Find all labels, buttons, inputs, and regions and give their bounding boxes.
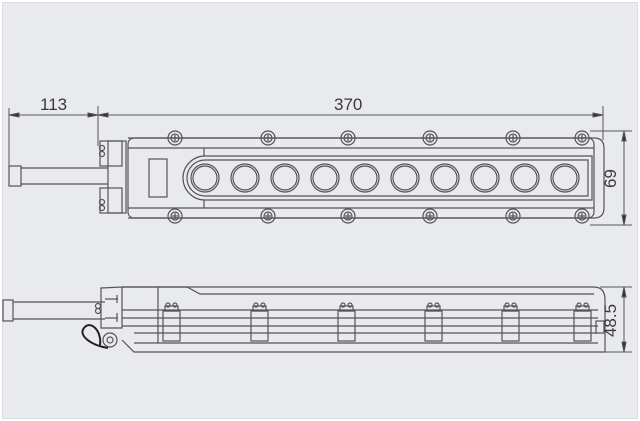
push-buttons [190, 163, 580, 193]
dim-overall-length: 370 [334, 95, 363, 114]
cable-end [8, 165, 22, 187]
top-view [8, 130, 605, 224]
side-view [2, 286, 606, 353]
cable-end-side [2, 299, 14, 322]
dimension-lines [8, 106, 632, 353]
dim-height: 48.5 [601, 303, 621, 338]
label-window [148, 158, 168, 198]
dim-width: 69 [600, 169, 620, 188]
screw-icons [167, 130, 590, 224]
clamp-icons [162, 302, 592, 342]
dim-cable-length: 113 [40, 95, 68, 114]
